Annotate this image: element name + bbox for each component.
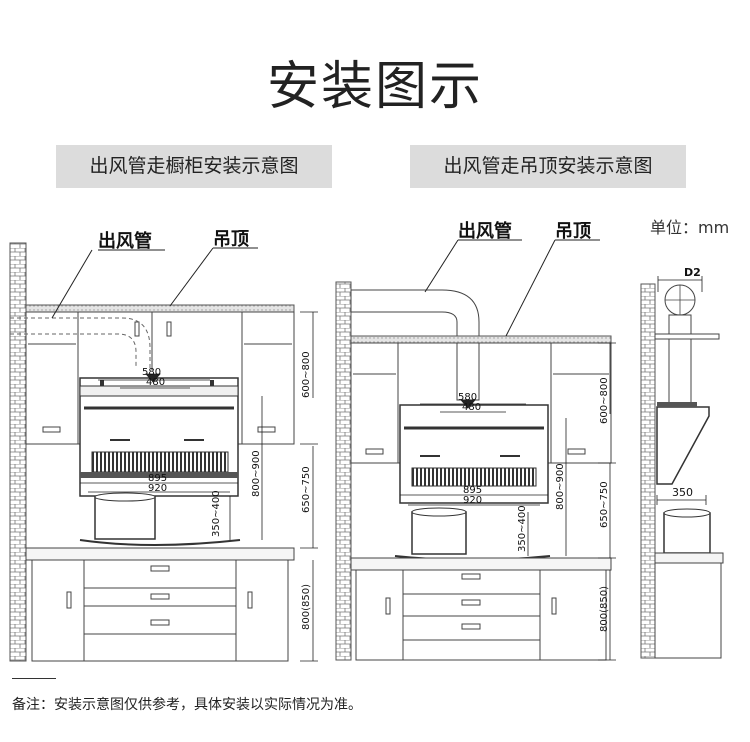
side-base-cabinet — [654, 562, 722, 659]
right-dim-895: 895 — [463, 485, 482, 496]
right-dim-650-750: 650~750 — [599, 481, 610, 528]
right-base-cabinets — [350, 507, 612, 661]
left-ceiling-label: 吊顶 — [213, 229, 249, 250]
ceiling-duct-diagram: 出风管 吊顶 580 480 895 920 600~800 800~900 6… — [335, 220, 616, 661]
left-ceiling-slab — [25, 304, 295, 313]
footnote: 备注：安装示意图仅供参考，具体安装以实际情况为准。 — [12, 697, 362, 713]
right-range-hood — [399, 404, 549, 504]
right-duct-label: 出风管 — [458, 220, 512, 242]
right-dim-800-900: 800~900 — [555, 463, 566, 510]
left-range-hood — [79, 377, 239, 497]
left-dim-350-400: 350~400 — [211, 490, 222, 537]
left-dim-920: 920 — [148, 483, 167, 494]
cabinet-duct-diagram-label: 出风管走橱柜安装示意图 — [56, 145, 332, 188]
side-dim-d2: D2 — [684, 266, 701, 279]
side-view-diagram: D2 350 — [640, 266, 724, 659]
right-dim-480: 480 — [462, 402, 481, 413]
side-pot — [663, 512, 711, 554]
right-ceiling-slab — [350, 335, 612, 344]
right-brick-wall — [335, 281, 352, 661]
left-dim-600-800: 600~800 — [301, 351, 312, 398]
side-brick-wall — [640, 283, 656, 659]
note-divider — [12, 678, 56, 679]
right-dim-580: 580 — [458, 392, 477, 403]
side-hood-profile — [656, 406, 710, 485]
left-dim-800-900: 800~900 — [251, 450, 262, 497]
right-dimension-lines — [400, 342, 616, 661]
left-dim-580: 580 — [142, 367, 161, 378]
ceiling-duct-diagram-label: 出风管走吊顶安装示意图 — [410, 145, 686, 188]
left-upper-cabinets — [25, 311, 295, 445]
left-duct-dashed — [10, 317, 151, 368]
left-dim-480: 480 — [146, 377, 165, 388]
left-brick-wall — [9, 242, 27, 662]
unit-label: 单位：mm — [650, 218, 730, 237]
right-leader-lines — [424, 239, 600, 337]
left-leader-lines — [51, 247, 258, 319]
right-dim-350-400: 350~400 — [517, 505, 528, 552]
left-dimension-lines — [80, 311, 318, 662]
side-duct-vertical — [668, 314, 692, 408]
cabinet-duct-diagram: 出风管 吊顶 580 480 895 920 600~800 800~900 6… — [9, 229, 318, 662]
left-dim-895: 895 — [148, 473, 167, 484]
right-ceiling-label: 吊顶 — [555, 221, 591, 242]
left-duct-label: 出风管 — [98, 230, 152, 252]
left-dim-800-850: 800(850) — [301, 584, 312, 630]
left-dim-650-750: 650~750 — [301, 466, 312, 513]
right-dim-600-800: 600~800 — [599, 377, 610, 424]
page-title: 安装图示 — [266, 57, 483, 117]
right-dim-920: 920 — [463, 495, 482, 506]
side-ceiling — [654, 333, 720, 340]
side-dim-350: 350 — [672, 486, 693, 499]
right-duct-elbow — [350, 289, 480, 337]
right-dim-800-850: 800(850) — [599, 586, 610, 632]
left-base-cabinets — [25, 492, 295, 662]
